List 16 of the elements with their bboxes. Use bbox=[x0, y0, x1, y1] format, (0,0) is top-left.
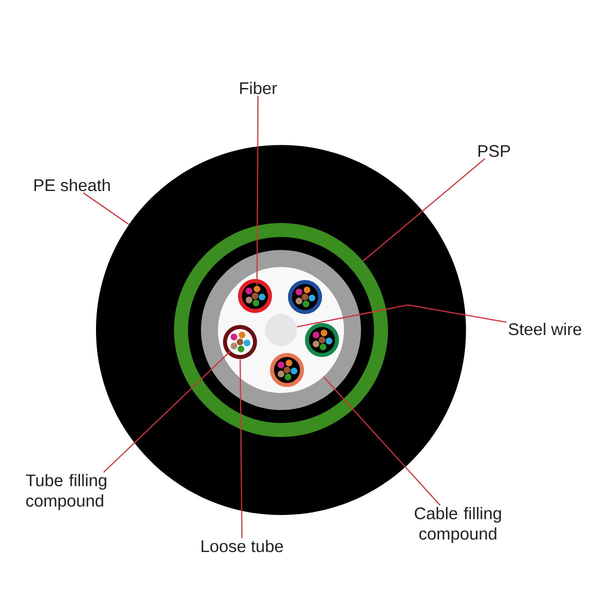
leader-line bbox=[296, 304, 506, 328]
steel-wire bbox=[265, 314, 297, 346]
leader-label: Fiber bbox=[240, 82, 277, 94]
leader-label: Tube filling compound bbox=[26, 474, 106, 510]
leader-label: PE sheath bbox=[34, 178, 110, 192]
leader-line bbox=[256, 96, 259, 286]
leader-line bbox=[103, 350, 231, 473]
leader-label: Cable filling compound bbox=[414, 506, 501, 544]
fiber bbox=[254, 286, 260, 292]
leader-label: PSP bbox=[478, 145, 510, 157]
leader-line bbox=[240, 359, 242, 538]
leader-line bbox=[323, 376, 441, 506]
leader-label: Loose tube bbox=[202, 540, 283, 552]
leader-line bbox=[362, 158, 486, 262]
leader-label: Steel wire bbox=[508, 322, 582, 336]
leader-line bbox=[83, 192, 130, 225]
